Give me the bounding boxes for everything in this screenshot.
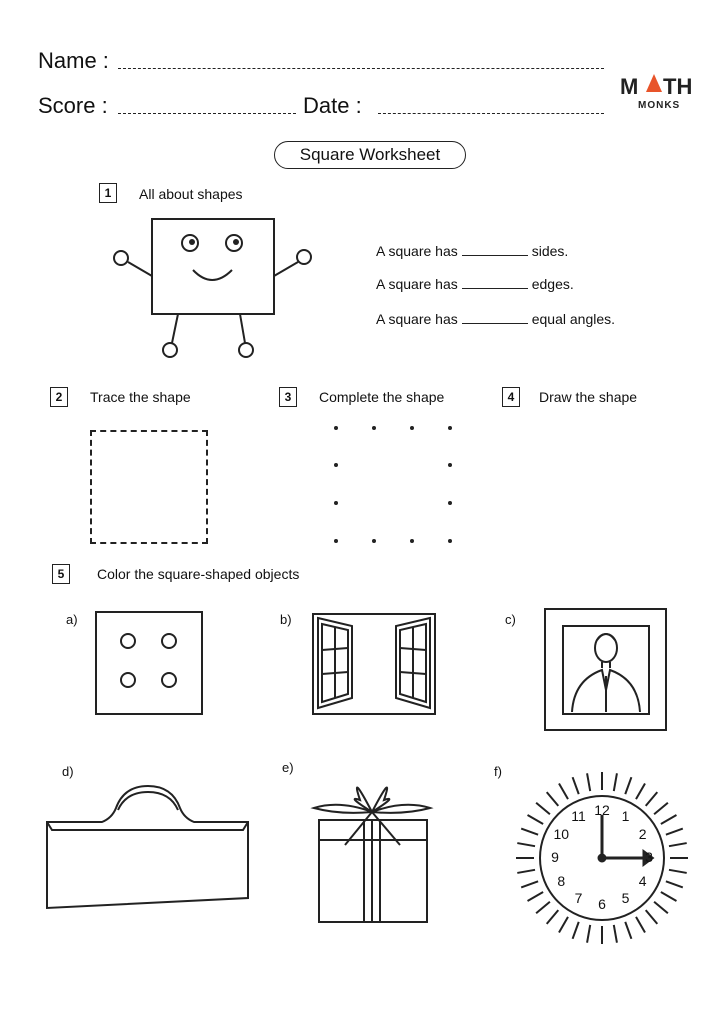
clock-ray: [535, 801, 551, 816]
score-label: Score :: [38, 93, 108, 118]
clock-number: 7: [574, 889, 583, 906]
clock-number: 1: [621, 808, 630, 825]
clock-ray: [520, 880, 539, 889]
clock-ray: [545, 909, 560, 925]
clock-number: 2: [638, 825, 647, 842]
score-line[interactable]: [118, 113, 296, 114]
clock-ray: [653, 900, 669, 915]
q5-number: 5: [52, 564, 70, 584]
clock-number: 3: [645, 849, 653, 865]
window-object: [312, 613, 436, 715]
clock-ray: [668, 842, 687, 848]
worksheet-title: Square Worksheet: [274, 141, 466, 169]
clock-ray: [660, 891, 677, 902]
clock-ray: [624, 776, 633, 795]
clock-number: 8: [557, 872, 566, 889]
clock-ray: [558, 783, 569, 800]
svg-text:MONKS: MONKS: [638, 100, 680, 111]
q1-label: All about shapes: [139, 186, 243, 202]
q1-number: 1: [99, 183, 117, 203]
clock-ray: [535, 900, 551, 915]
clock-ray: [624, 921, 633, 940]
clock-ray: [612, 773, 618, 792]
draw-area[interactable]: [520, 420, 670, 545]
q2-label: Trace the shape: [90, 389, 191, 405]
q3-label: Complete the shape: [319, 389, 445, 405]
clock-ray: [635, 783, 646, 800]
clock-ray: [660, 814, 677, 825]
trace-square[interactable]: [90, 430, 208, 544]
clock-ray: [665, 880, 684, 889]
clock-ray: [517, 868, 536, 874]
clock-number: 6: [598, 896, 606, 912]
gift-object: [310, 786, 434, 923]
clock-number: 10: [553, 825, 570, 842]
clock-ray: [644, 909, 659, 925]
answer-blank[interactable]: [461, 323, 528, 324]
clock-ray: [571, 776, 580, 795]
clock-ray: [668, 868, 687, 874]
clock-ray: [571, 921, 580, 940]
math-monks-logo: M TH MONKS: [620, 70, 692, 123]
answer-blank[interactable]: [461, 255, 528, 256]
svg-text:TH: TH: [663, 74, 692, 99]
item-c-label: c): [505, 612, 516, 627]
clock-number: 5: [621, 889, 630, 906]
clock-ray: [665, 827, 684, 836]
item-a-label: a): [66, 612, 78, 627]
q4-label: Draw the shape: [539, 389, 638, 405]
item-d-label: d): [62, 764, 74, 779]
answer-blank[interactable]: [461, 288, 528, 289]
name-label: Name :: [38, 48, 109, 73]
clock-ray: [612, 924, 618, 943]
q4-number: 4: [502, 387, 520, 407]
clock-ray: [586, 773, 592, 792]
button-object: [95, 611, 203, 715]
clock-number: 4: [638, 872, 647, 889]
date-label: Date :: [303, 93, 362, 118]
clock-ray: [545, 791, 560, 807]
date-line[interactable]: [378, 113, 604, 114]
bag-object: [46, 784, 249, 910]
q3-number: 3: [279, 387, 297, 407]
clock-ray: [558, 916, 569, 933]
q5-label: Color the square-shaped objects: [97, 566, 300, 582]
item-f-label: f): [494, 764, 502, 779]
name-line[interactable]: [118, 68, 604, 69]
clock-number: 12: [594, 802, 610, 818]
clock-ray: [653, 801, 669, 816]
clock-ray: [520, 827, 539, 836]
clock-ray: [644, 791, 659, 807]
svg-text:M: M: [620, 74, 638, 99]
clock-ray: [635, 916, 646, 933]
item-b-label: b): [280, 612, 292, 627]
clock-ray: [586, 924, 592, 943]
item-e-label: e): [282, 760, 294, 775]
clock-number: 11: [571, 808, 586, 825]
clock-ray: [527, 891, 544, 902]
clock-number: 9: [551, 849, 559, 865]
clock-ray: [517, 842, 536, 848]
photo-frame-object: [544, 608, 667, 731]
q2-number: 2: [50, 387, 68, 407]
clock-ray: [527, 814, 544, 825]
